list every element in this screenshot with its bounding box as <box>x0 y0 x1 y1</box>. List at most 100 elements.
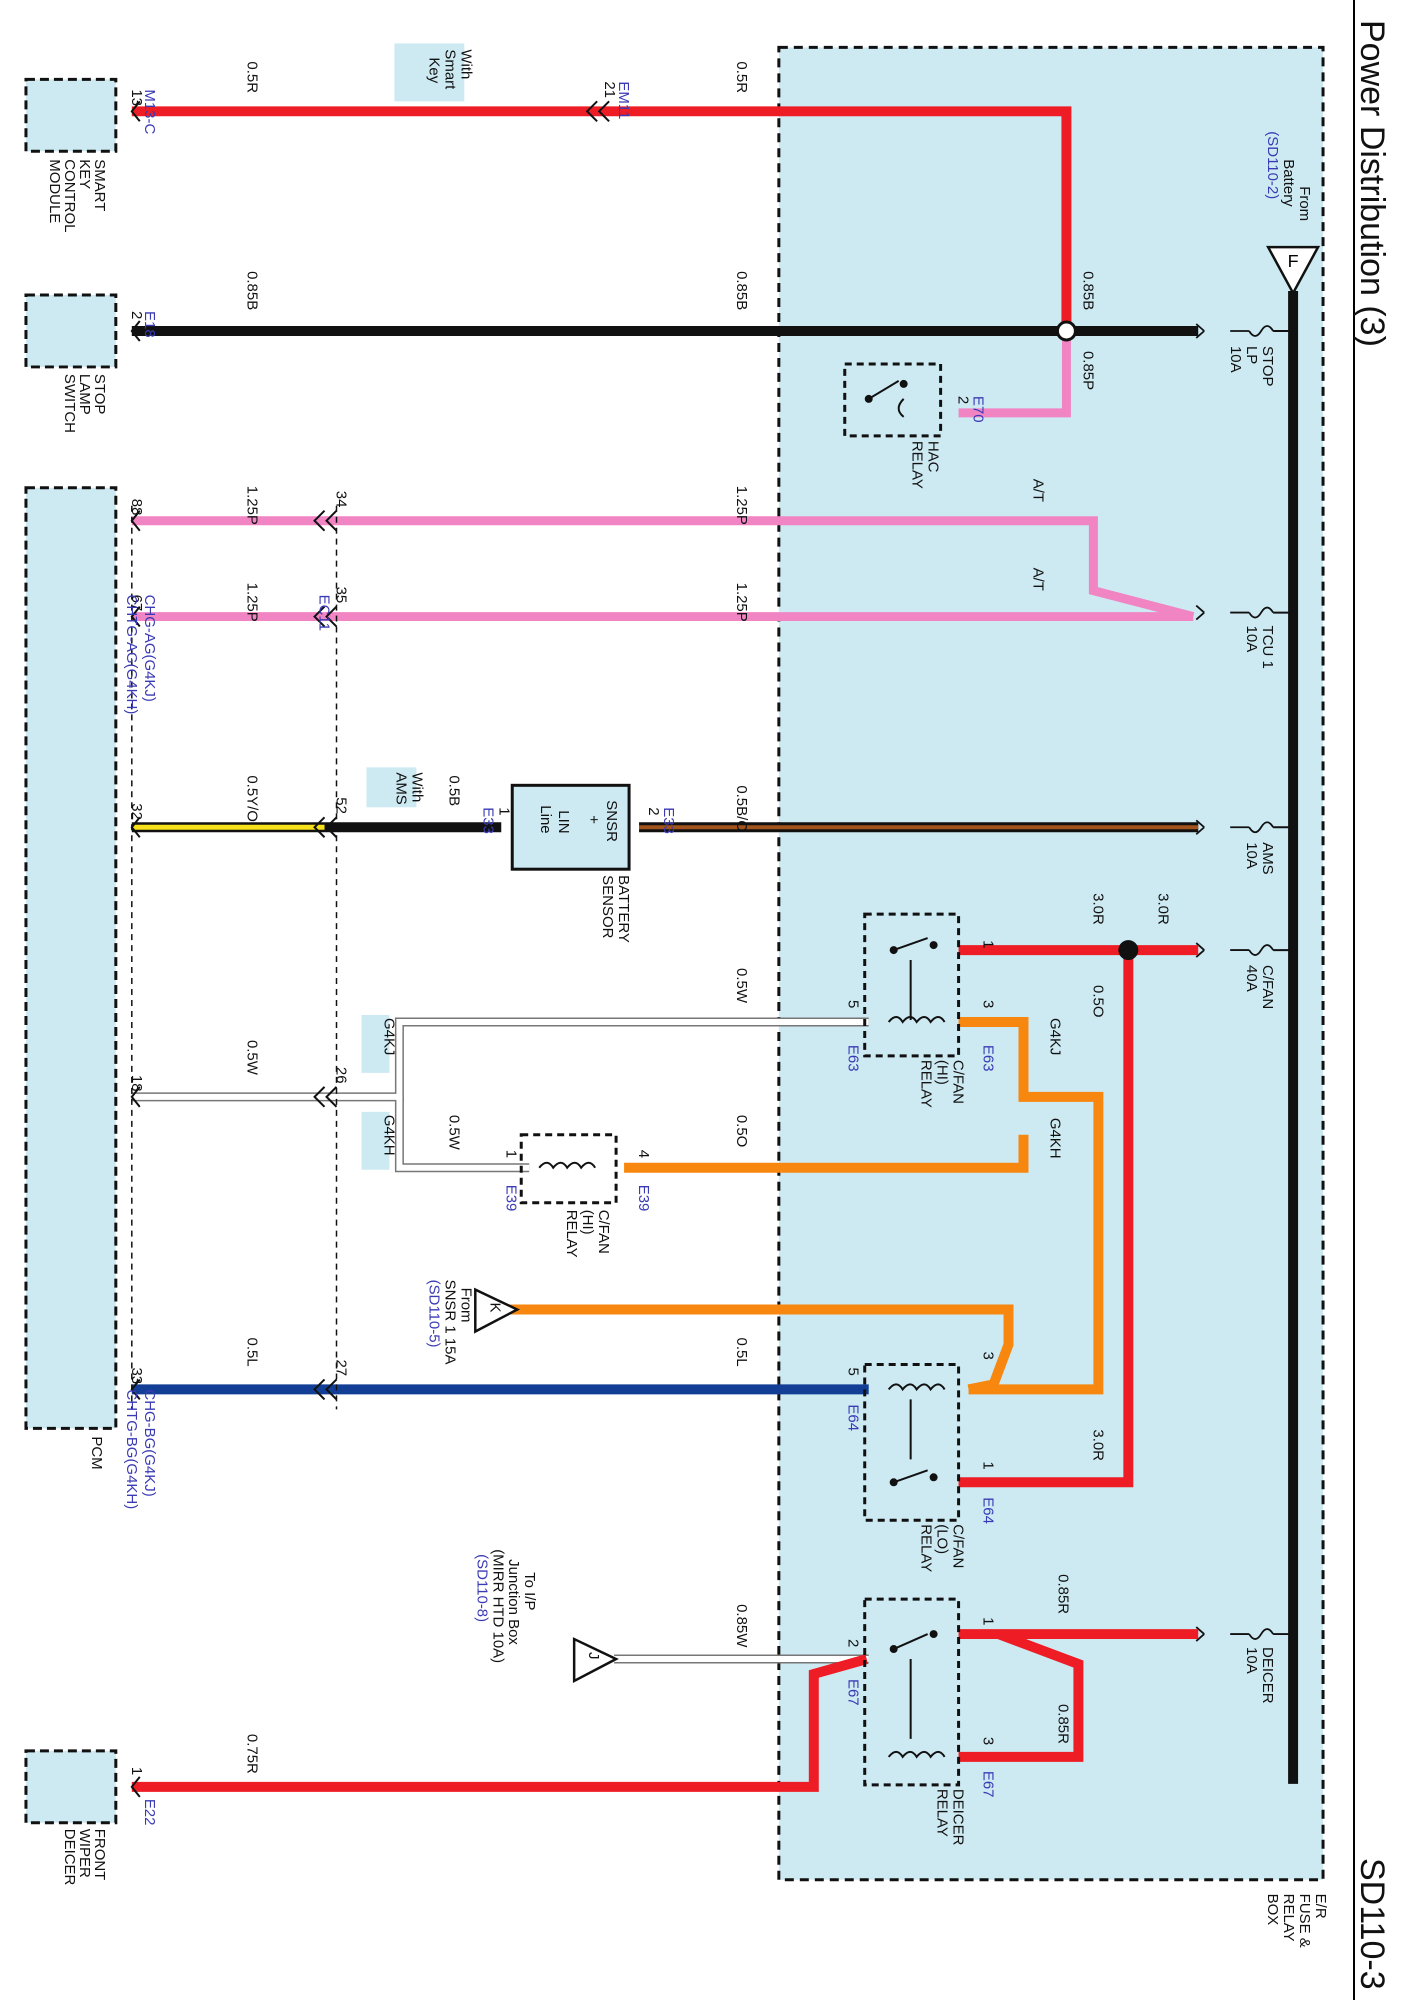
pin-number: 2 <box>128 311 145 319</box>
wire-label: 3.0R <box>1089 893 1106 925</box>
source-letter: F <box>1288 251 1299 271</box>
wire-05o-g4kh <box>624 1134 1029 1173</box>
option-tag: G4KJ <box>1046 1018 1063 1055</box>
ref-label: SNSR 1 15A <box>441 1280 458 1365</box>
fuse-box-label: RELAY <box>1280 1894 1297 1942</box>
connector-ref: E70 <box>970 396 987 423</box>
option-tag: With <box>408 772 425 802</box>
pin-number: 2 <box>955 396 972 404</box>
connector-ref: EM11 <box>615 81 632 119</box>
pin-number: 26 <box>333 1067 350 1084</box>
connector-ref: E64 <box>980 1497 997 1524</box>
connector-ref: (SD110-2) <box>1264 131 1281 199</box>
relay-label: RELAY <box>909 441 926 489</box>
component-label: STOP <box>91 374 108 415</box>
wire-label: 0.75R <box>244 1734 261 1774</box>
connector-ref: E63 <box>845 1045 862 1072</box>
ref-label: (MIRR HTD 10A) <box>489 1549 506 1663</box>
sensor-inner-label: + <box>585 815 602 824</box>
relay-label: (HI) <box>579 1210 596 1235</box>
pin-number: 2 <box>645 807 662 815</box>
relay-label: (LO) <box>934 1524 951 1554</box>
pin-number: 4 <box>635 1150 652 1158</box>
front-wiper-deicer-box <box>24 1749 118 1825</box>
ref-k-triangle <box>474 1287 521 1334</box>
wire-05w <box>131 1018 869 1100</box>
option-tag: Smart <box>441 49 458 90</box>
connector-ref: (SD110-8) <box>473 1554 490 1622</box>
connector-ref: E33 <box>479 807 496 834</box>
source-label: Battery <box>1280 159 1297 207</box>
wire-label: 0.5R <box>244 61 261 93</box>
connector-ref: E67 <box>845 1679 862 1706</box>
source-label: From <box>1296 186 1313 221</box>
wire-085r-b <box>958 1629 1084 1762</box>
connector-ref: E33 <box>660 807 677 834</box>
wire-075r <box>131 1654 869 1792</box>
wire-label: 0.5W <box>445 1115 462 1151</box>
cfan-lo-relay <box>863 1362 961 1522</box>
pin-number: 3 <box>980 1737 997 1745</box>
wire-label: 0.85R <box>1054 1574 1071 1614</box>
connector-ref: M13-C <box>141 89 158 134</box>
battery-sensor-box <box>510 783 631 871</box>
wire-125p-88 <box>131 516 1195 621</box>
wire-label: 1.25P <box>244 486 261 525</box>
pin-number: 1 <box>495 807 512 815</box>
connector-ref: E39 <box>502 1185 519 1212</box>
component-label: LAMP <box>76 374 93 415</box>
option-tag: A/T <box>1029 568 1046 591</box>
component-label: DEICER <box>61 1829 78 1886</box>
option-tag: A/T <box>1029 479 1046 502</box>
pin-number: 88 <box>128 499 145 516</box>
option-tag: G4KJ <box>380 1018 397 1055</box>
wire-label: 0.85P <box>1079 351 1096 390</box>
fuse-label: C/FAN <box>1259 965 1276 1009</box>
wire-label: 0.5Y/O <box>244 775 261 822</box>
pin-number: 52 <box>333 797 350 814</box>
connector-ref: CHTG-AG(G4KH) <box>123 595 140 715</box>
fuse-label: 10A <box>1243 626 1260 653</box>
cfan-hi-relay-e63 <box>863 912 961 1058</box>
relay-label: RELAY <box>918 1524 935 1572</box>
connector-ref: E63 <box>980 1045 997 1072</box>
option-tag: G4KH <box>380 1115 397 1156</box>
source-triangle <box>1266 245 1321 296</box>
wire-label: 0.85B <box>733 271 750 310</box>
pin-number: 27 <box>333 1359 350 1376</box>
fuse-label: TCU 1 <box>1259 626 1276 669</box>
pin-number: 1 <box>980 1617 997 1625</box>
ref-j-triangle <box>572 1637 619 1684</box>
option-tag: G4KH <box>1046 1118 1063 1159</box>
fuse-box-label: FUSE & <box>1296 1894 1313 1948</box>
pin-number: 35 <box>333 587 350 604</box>
fuse-box-label: E/R <box>1312 1894 1329 1919</box>
connector-ref: E18 <box>141 311 158 338</box>
pin-number: 1 <box>502 1150 519 1158</box>
fuse-label: 40A <box>1243 965 1260 992</box>
component-label: FRONT <box>91 1829 108 1881</box>
fuse-label: 10A <box>1227 346 1244 373</box>
relay-label: (HI) <box>934 1060 951 1085</box>
pin-number: 67 <box>128 595 145 612</box>
wire-label: 1.25P <box>244 583 261 622</box>
component-label: WIPER <box>76 1829 93 1878</box>
connector-ref: CHG-BG(G4KJ) <box>141 1389 158 1496</box>
fuse-label: AMS <box>1259 842 1276 874</box>
fuse-relay-box <box>777 45 1325 1882</box>
relay-label: C/FAN <box>950 1524 967 1568</box>
fuse-label: LP <box>1243 346 1260 364</box>
smart-key-module-box <box>24 77 118 153</box>
connector-ref: E39 <box>635 1185 652 1212</box>
pin-number: 5 <box>845 1000 862 1008</box>
wire-label: 3.0R <box>1089 1429 1106 1461</box>
pin-number: 1 <box>980 940 997 948</box>
fuse-box-label: BOX <box>1264 1894 1281 1926</box>
ref-letter: K <box>486 1303 503 1313</box>
option-tag: AMS <box>392 772 409 804</box>
wire-label: 0.85B <box>1079 271 1096 310</box>
connector-ref: CHTG-BG(G4KH) <box>123 1389 140 1509</box>
pin-number: 3 <box>980 1351 997 1359</box>
ref-letter: J <box>585 1652 602 1659</box>
